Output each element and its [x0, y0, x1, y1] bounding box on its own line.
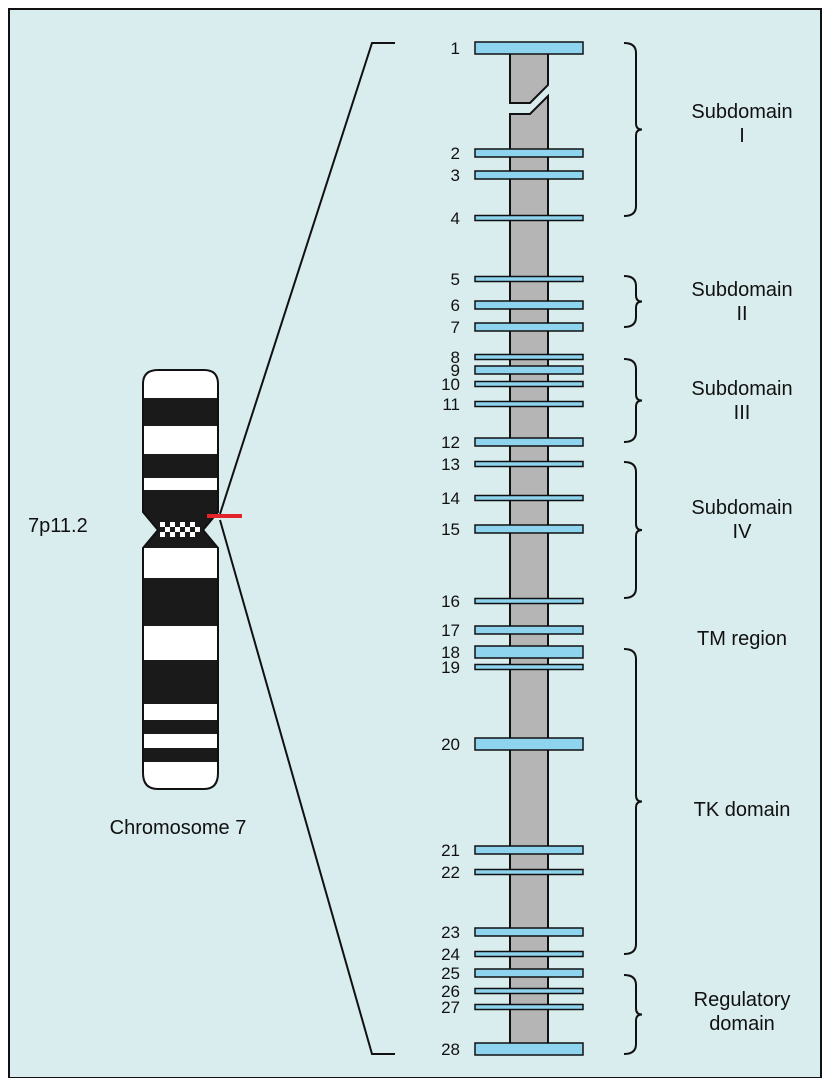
chromosome-band	[143, 454, 218, 478]
exon-1-bar	[474, 41, 584, 55]
exon-14-bar	[474, 494, 584, 502]
exon-24-bar	[474, 950, 584, 958]
exon-28-label: 28	[441, 1040, 460, 1059]
exon-23-bar	[474, 927, 584, 937]
domain-7-label-line2: domain	[709, 1013, 775, 1035]
chromosome-band	[143, 660, 218, 704]
exon-6-label: 6	[451, 296, 460, 315]
gene-bar-lower	[509, 93, 549, 1051]
exon-27-label: 27	[441, 998, 460, 1017]
chromosome-band	[143, 748, 218, 762]
domain-6-label: TK domain	[694, 799, 791, 821]
chromosome-band	[143, 490, 218, 512]
exon-group: 1234567891011121314151617181920212223242…	[441, 39, 584, 1059]
exon-24-label: 24	[441, 945, 460, 964]
domain-7-label: Regulatory	[694, 989, 791, 1011]
domain-3-label: Subdomain	[691, 378, 792, 400]
exon-20-label: 20	[441, 735, 460, 754]
exon-21-label: 21	[441, 841, 460, 860]
domain-3-label-line2: III	[734, 402, 751, 424]
exon-19-label: 19	[441, 658, 460, 677]
exon-12-label: 12	[441, 433, 460, 452]
domain-4-label-line2: IV	[733, 521, 753, 543]
exon-4-bar	[474, 214, 584, 222]
zoom-line-top	[219, 42, 395, 515]
exon-26-bar	[474, 987, 584, 995]
domain-2-bracket	[623, 275, 643, 328]
domain-4-bracket	[623, 461, 643, 599]
gene-backbone	[509, 47, 549, 1051]
exon-3-bar	[474, 170, 584, 180]
diagram-background	[8, 8, 822, 1079]
exon-3-label: 3	[451, 166, 460, 185]
domain-5-label: TM region	[697, 628, 787, 650]
exon-15-bar	[474, 524, 584, 534]
exon-17-bar	[474, 625, 584, 635]
exon-4-label: 4	[451, 209, 460, 228]
exon-13-bar	[474, 460, 584, 468]
exon-16-label: 16	[441, 592, 460, 611]
domain-6-bracket	[623, 648, 643, 955]
exon-12-bar	[474, 437, 584, 447]
exon-22-bar	[474, 868, 584, 876]
domain-2-label: Subdomain	[691, 279, 792, 301]
chromosome-outline	[142, 369, 219, 790]
chromosome-band	[143, 398, 218, 426]
domain-1-bracket	[623, 42, 643, 217]
chromosome-label: Chromosome 7	[110, 817, 247, 839]
exon-2-label: 2	[451, 144, 460, 163]
exon-19-bar	[474, 663, 584, 671]
exon-20-bar	[474, 737, 584, 751]
chromosome-band	[143, 578, 218, 626]
exon-5-label: 5	[451, 270, 460, 289]
exon-1-label: 1	[451, 39, 460, 58]
exon-2-bar	[474, 148, 584, 158]
exon-25-bar	[474, 968, 584, 978]
exon-21-bar	[474, 845, 584, 855]
exon-13-label: 13	[441, 455, 460, 474]
zoom-line-bottom	[219, 519, 395, 1055]
locus-label: 7p11.2	[28, 515, 88, 537]
exon-15-label: 15	[441, 520, 460, 539]
domain-group: SubdomainISubdomainIISubdomainIIISubdoma…	[623, 42, 793, 1055]
exon-10-label: 10	[441, 375, 460, 394]
domain-3-bracket	[623, 358, 643, 443]
exon-6-bar	[474, 300, 584, 310]
exon-7-label: 7	[451, 318, 460, 337]
domain-4-label: Subdomain	[691, 497, 792, 519]
exon-22-label: 22	[441, 863, 460, 882]
exon-11-label: 11	[442, 395, 460, 414]
exon-5-bar	[474, 275, 584, 283]
exon-26-label: 26	[441, 982, 460, 1001]
exon-18-bar	[474, 645, 584, 659]
domain-1-label: Subdomain	[691, 101, 792, 123]
domain-2-label-line2: II	[736, 303, 747, 325]
exon-25-label: 25	[441, 964, 460, 983]
exon-7-bar	[474, 322, 584, 332]
exon-14-label: 14	[441, 489, 460, 508]
exon-9-bar	[474, 365, 584, 375]
exon-17-label: 17	[441, 621, 460, 640]
exon-28-bar	[474, 1042, 584, 1056]
exon-11-bar	[474, 400, 584, 408]
exon-18-label: 18	[441, 643, 460, 662]
exon-23-label: 23	[441, 923, 460, 942]
exon-9-label: 9	[451, 361, 460, 380]
domain-1-label-line2: I	[739, 125, 745, 147]
exon-27-bar	[474, 1003, 584, 1011]
exon-8-bar	[474, 353, 584, 361]
exon-8-label: 8	[451, 348, 460, 367]
chromosome-band	[143, 720, 218, 734]
exon-10-bar	[474, 380, 584, 388]
exon-16-bar	[474, 597, 584, 605]
domain-7-bracket	[623, 974, 643, 1055]
